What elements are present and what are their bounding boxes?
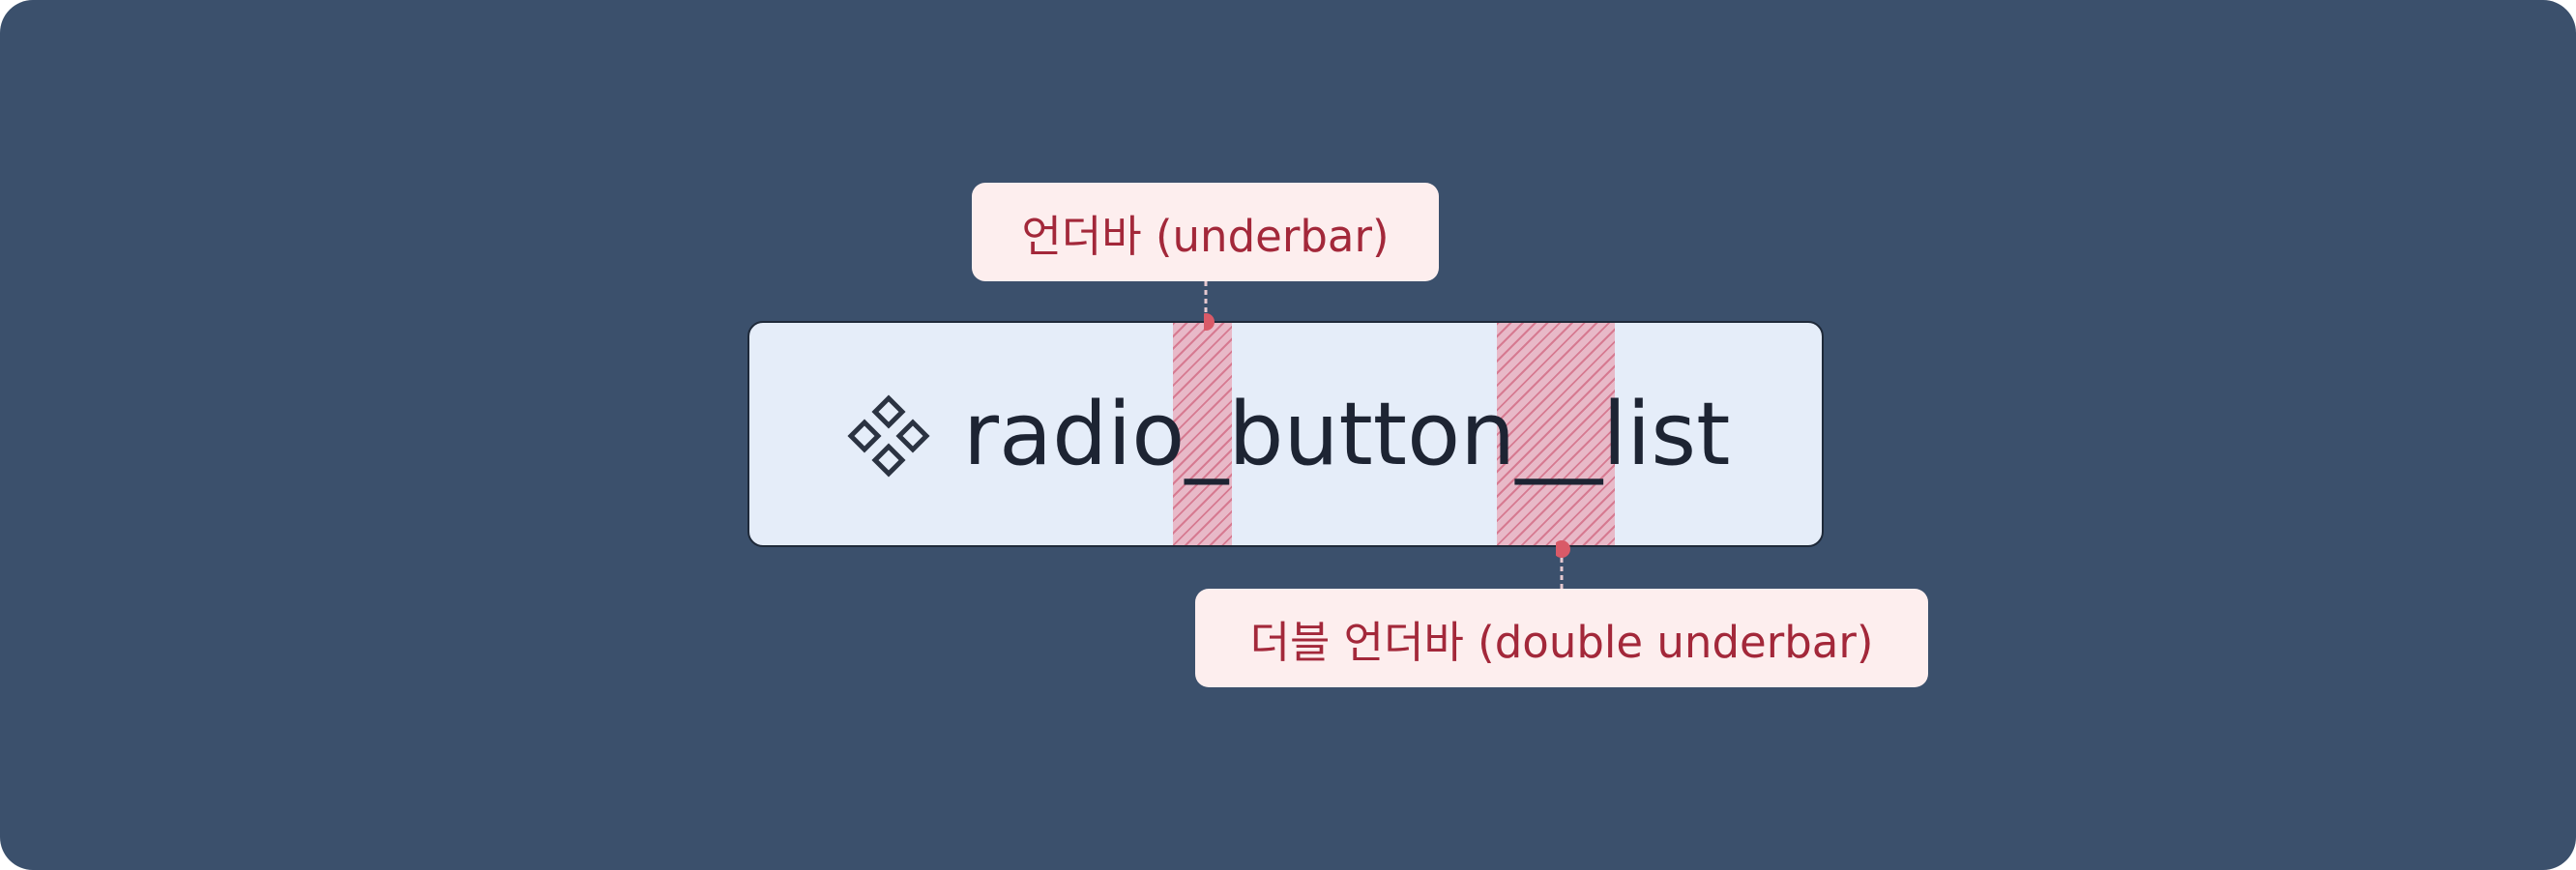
underbar-highlight bbox=[1173, 323, 1232, 545]
layer-name-text: radio_button__list bbox=[963, 384, 1731, 485]
underbar-connector bbox=[1204, 281, 1215, 331]
double-underbar-connector bbox=[1556, 540, 1570, 590]
double-underbar-label: 더블 언더바 (double underbar) bbox=[1195, 589, 1928, 687]
double-underbar-highlight bbox=[1497, 323, 1615, 545]
component-icon bbox=[847, 394, 930, 478]
underbar-label: 언더바 (underbar) bbox=[972, 183, 1439, 281]
